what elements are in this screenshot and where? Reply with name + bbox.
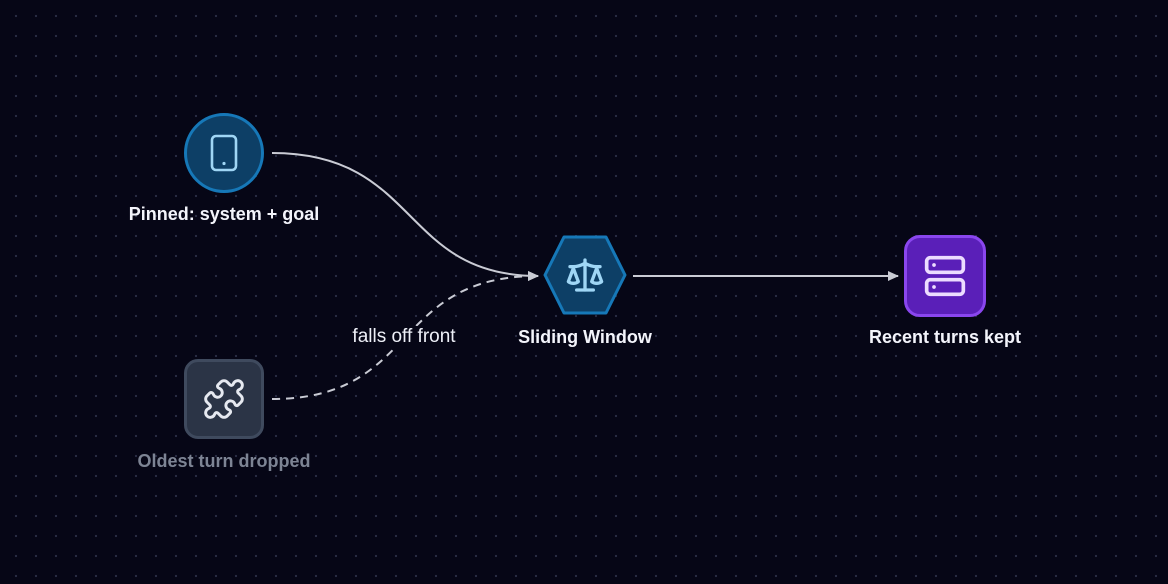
scale-icon (566, 258, 604, 292)
node-label-dropped: Oldest turn dropped (137, 451, 311, 471)
node-dropped[interactable] (184, 359, 264, 439)
edge-pinned-to-window (271, 152, 539, 281)
node-label-pinned: Pinned: system + goal (128, 204, 320, 224)
tablet-icon (210, 134, 238, 172)
node-label-window: Sliding Window (518, 327, 652, 347)
node-pinned[interactable] (184, 113, 264, 193)
server-icon (924, 255, 966, 297)
node-kept[interactable] (904, 235, 986, 317)
edge-label-falls-off-front: falls off front (348, 326, 460, 348)
node-label-kept: Recent turns kept (868, 327, 1022, 347)
node-window[interactable] (543, 235, 627, 315)
edge-dropped-to-window (271, 271, 539, 400)
puzzle-icon (204, 379, 244, 419)
